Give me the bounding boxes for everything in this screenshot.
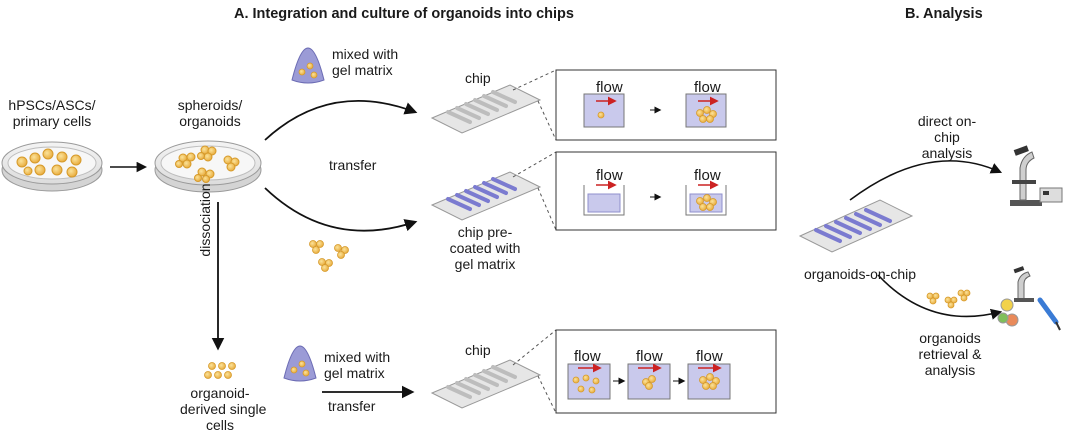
chip-icon-bottom: [430, 359, 542, 409]
flow-label: flow: [694, 167, 721, 184]
chip-icon: [430, 84, 542, 134]
label-dissociation: dissociation: [197, 183, 213, 257]
flow-label: flow: [636, 348, 663, 365]
zoom-box-2: [555, 151, 777, 231]
label-mixed-1: mixed with: [332, 46, 399, 62]
chip-precoated-icon: [430, 171, 542, 221]
label-odsc-3: cells: [205, 417, 234, 433]
flow-label: flow: [574, 348, 601, 365]
label-chip-top: chip: [465, 70, 491, 86]
label-gel-2: gel matrix: [324, 365, 385, 381]
pipette-icon: [1037, 297, 1061, 331]
label-primary-cells: primary cells: [12, 113, 92, 129]
section-a-title: A. Integration and culture of organoids …: [234, 6, 574, 22]
label-direct-2: chip: [934, 129, 960, 145]
section-b-title: B. Analysis: [905, 6, 983, 22]
label-gel-1: gel matrix: [332, 62, 393, 78]
single-cells-icon: [204, 362, 236, 379]
label-chip-bottom: chip: [465, 342, 491, 358]
arrow-direct-analysis: [849, 160, 1003, 201]
zoom-lines: [512, 69, 557, 414]
retrieved-organoids-icon: [926, 289, 971, 309]
zoom-box-1: [555, 69, 777, 141]
label-organoids: organoids: [179, 113, 241, 129]
label-retrieval-1: organoids: [919, 330, 981, 346]
label-spheroids: spheroids/: [177, 97, 243, 113]
petri-dish-organoids-icon: [154, 140, 262, 193]
label-precoat-2: coated with: [449, 240, 521, 256]
label-direct-3: analysis: [921, 145, 973, 161]
label-retrieval-2: retrieval &: [918, 346, 982, 362]
arrow-to-chip-top: [264, 99, 418, 141]
flow-label: flow: [694, 79, 721, 96]
microscope-icon: [1010, 145, 1063, 206]
label-direct-1: direct on-: [917, 113, 977, 129]
label-odsc-2: derived single: [180, 401, 267, 417]
label-organoids-on-chip: organoids-on-chip: [803, 266, 917, 282]
flow-label: flow: [596, 79, 623, 96]
arrow-to-precoated-chip: [264, 187, 418, 232]
gel-drop-icon: [291, 47, 325, 84]
gel-drop-icon-bottom: [283, 345, 317, 382]
label-hpscs: hPSCs/ASCs/: [8, 97, 96, 113]
label-retrieval-3: analysis: [924, 362, 976, 378]
arrow-retrieval: [877, 274, 1003, 320]
zoom-box-3: [555, 329, 777, 414]
label-mixed-2: mixed with: [324, 349, 391, 365]
organoid-icon: [309, 240, 349, 272]
flow-label: flow: [596, 167, 623, 184]
label-precoat-1: chip pre-: [457, 224, 513, 240]
flow-label: flow: [696, 348, 723, 365]
label-precoat-3: gel matrix: [454, 256, 516, 272]
label-transfer-top: transfer: [329, 157, 377, 173]
organoids-on-chip-icon: [798, 199, 914, 253]
label-odsc-1: organoid-: [190, 385, 250, 401]
petri-dish-icon: [1, 141, 103, 192]
label-transfer-bottom: transfer: [328, 398, 376, 414]
sample-wells-icon: [997, 298, 1019, 327]
microscope-small-icon: [1013, 266, 1034, 302]
